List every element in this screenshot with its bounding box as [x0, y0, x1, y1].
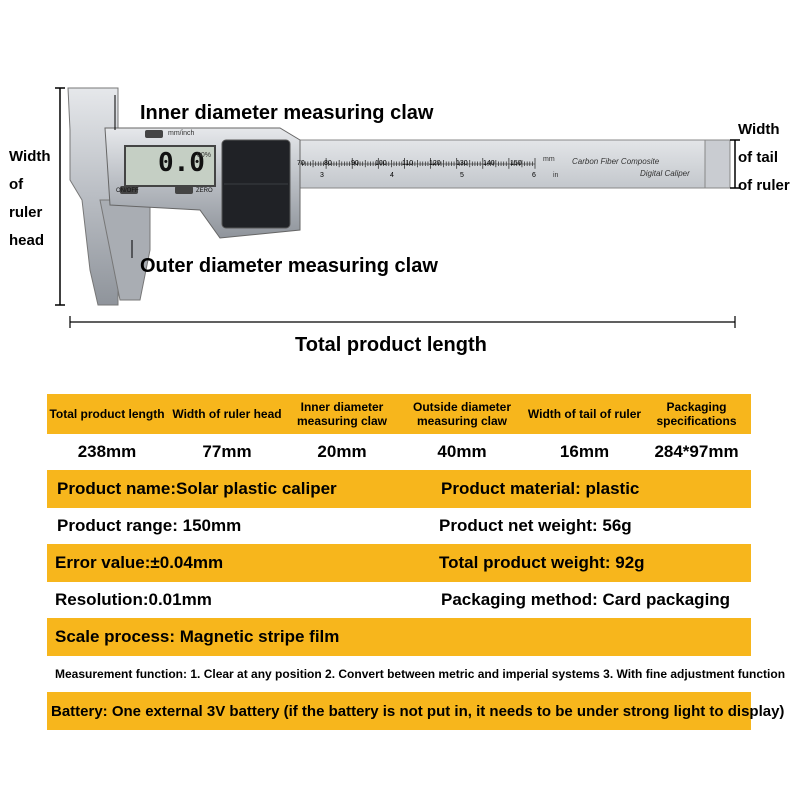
spec-row-battery: Battery: One external 3V battery (if the…	[47, 692, 784, 730]
resolution: Resolution:0.01mm	[55, 590, 212, 609]
spec-header-row: Total product length Width of ruler head…	[47, 394, 751, 434]
mm-scale: 70 80 90 100 110 120 130 140 150	[297, 160, 537, 170]
head-width-label-line: Width	[9, 148, 51, 165]
caliper-illustration	[55, 87, 740, 328]
head-width-label: Width of ruler head	[9, 143, 61, 255]
inch-tick-label: 3	[320, 172, 324, 179]
header-tail-width: Width of tail of ruler	[527, 407, 642, 421]
tail-width-label-line: of ruler	[738, 177, 790, 194]
spec-row-scale-process: Scale process: Magnetic stripe film	[47, 618, 751, 656]
unit-toggle-label: mm/inch	[168, 130, 195, 137]
packaging-method: Packaging method: Card packaging	[441, 590, 731, 609]
total-weight: Total product weight: 92g	[439, 553, 645, 572]
unit-button-shape	[145, 130, 163, 138]
error-value: Error value:±0.04mm	[55, 553, 224, 572]
mm-tick-label: 110	[402, 160, 414, 167]
value-outer-claw: 40mm	[437, 442, 487, 461]
beam-model-text: Digital Caliper	[640, 169, 690, 178]
value-tail-width: 16mm	[559, 442, 610, 461]
header-total-length: Total product length	[49, 407, 165, 421]
head-width-label-line: of	[9, 176, 24, 193]
spec-table: Total product length Width of ruler head…	[47, 394, 785, 730]
zero-label: ZERO	[196, 188, 213, 194]
header-head-width: Width of ruler head	[172, 407, 282, 421]
ruler-tail-end	[704, 139, 731, 189]
tail-width-label: Width of tail of ruler	[738, 116, 800, 200]
spec-row-error-total-weight: Error value:±0.04mm Total product weight…	[47, 544, 751, 582]
tail-width-label-line: Width	[738, 121, 780, 138]
outer-claw-label: Outer diameter measuring claw	[140, 255, 438, 277]
spec-row-name-material: Product name:Solar plastic caliper Produ…	[47, 470, 751, 508]
mm-tick-label: 90	[351, 160, 359, 167]
header-outer-claw: Outside diameter measuring claw	[412, 400, 512, 428]
mm-tick-label: 140	[483, 160, 495, 167]
inner-claw-label: Inner diameter measuring claw	[140, 102, 434, 124]
total-length-label: Total product length	[295, 334, 487, 356]
mm-tick-label: 120	[429, 160, 441, 167]
mm-tick-label: 70	[297, 160, 305, 167]
onoff-label: ON/OFF	[116, 188, 139, 194]
product-material: Product material: plastic	[441, 479, 640, 498]
scale-ticks	[299, 158, 536, 169]
spec-row-range-weight: Product range: 150mm Product net weight:…	[47, 508, 751, 544]
value-total-length: 238mm	[77, 442, 137, 461]
value-head-width: 77mm	[202, 442, 252, 461]
lcd-small-indicator: 00%	[197, 152, 212, 159]
zero-button-shape	[175, 186, 193, 194]
header-inner-claw: Inner diameter measuring claw	[296, 400, 388, 428]
inch-tick-label: 5	[460, 172, 464, 179]
lcd-reading: 0.0	[158, 148, 205, 178]
unit-in-label: in	[553, 172, 559, 179]
battery-info: Battery: One external 3V battery (if the…	[51, 702, 785, 720]
header-packaging-spec: Packaging specifications	[656, 400, 737, 428]
inch-scale: 3 4 5 6	[320, 172, 540, 182]
inch-tick-label: 4	[390, 172, 394, 179]
mm-tick-label: 130	[456, 160, 468, 167]
spec-row-resolution-packaging: Resolution:0.01mm Packaging method: Card…	[47, 582, 751, 618]
spec-values-row: 238mm 77mm 20mm 40mm 16mm 284*97mm	[47, 434, 751, 470]
beam-brand-text: Carbon Fiber Composite	[572, 157, 660, 166]
product-range: Product range: 150mm	[57, 516, 242, 535]
net-weight: Product net weight: 56g	[439, 516, 632, 535]
head-width-label-line: head	[9, 232, 45, 249]
product-name: Product name:Solar plastic caliper	[57, 479, 337, 498]
mm-tick-label: 80	[324, 160, 332, 167]
onoff-button-shape	[120, 186, 138, 194]
unit-mm-label: mm	[543, 156, 555, 163]
mm-tick-label: 100	[375, 160, 387, 167]
lcd-screen	[124, 145, 216, 187]
head-width-label-line: ruler	[9, 204, 43, 221]
inch-tick-label: 6	[532, 172, 536, 179]
value-packaging-spec: 284*97mm	[654, 442, 739, 461]
measurement-function: Measurement function: 1. Clear at any po…	[55, 667, 786, 681]
mm-tick-label: 150	[510, 160, 522, 167]
scale-process: Scale process: Magnetic stripe film	[55, 627, 340, 646]
tail-width-label-line: of tail	[738, 149, 778, 166]
spec-row-measurement-function: Measurement function: 1. Clear at any po…	[47, 656, 785, 692]
value-inner-claw: 20mm	[317, 442, 367, 461]
